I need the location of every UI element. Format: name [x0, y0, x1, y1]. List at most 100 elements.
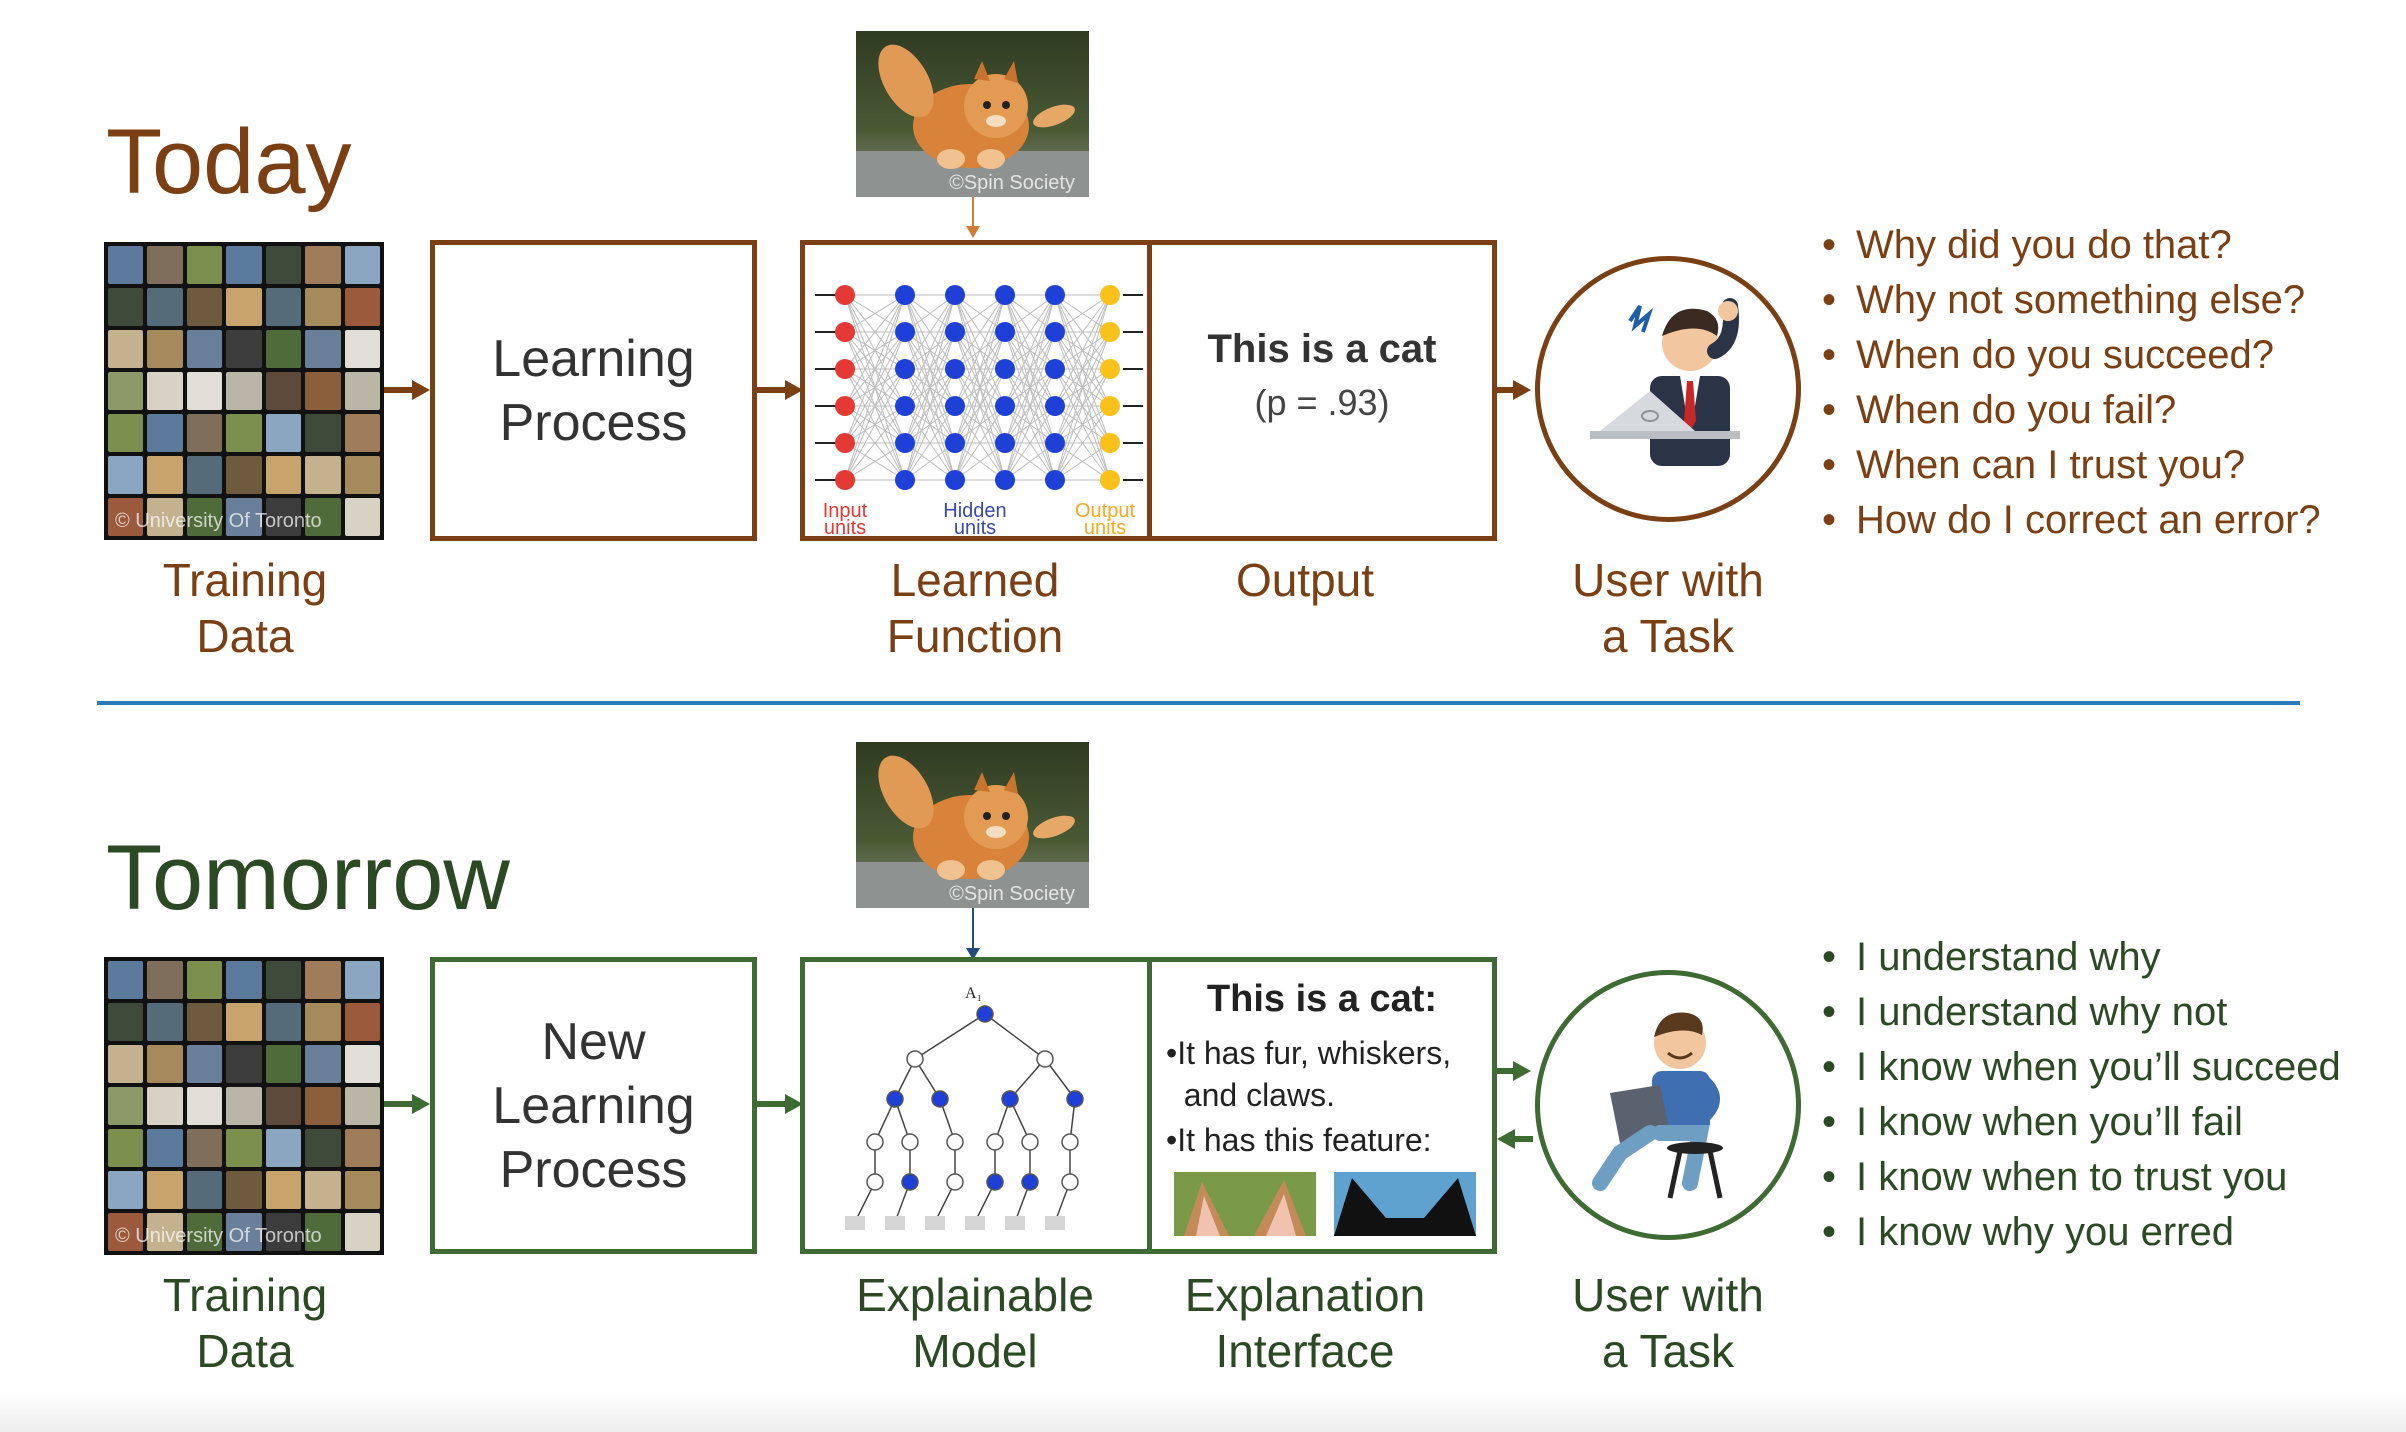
tree-node [976, 1005, 994, 1023]
training-thumbnail [305, 1003, 341, 1041]
nn-edge [1054, 405, 1111, 481]
arrowhead-down-icon [966, 226, 980, 238]
today-heading: Today [106, 111, 352, 213]
explanation-bullet-features: •It has fur, whiskers, and claws. [1166, 1035, 1452, 1113]
model-interface-box: A₁ This is a cat: •It has fur, whiskers,… [800, 957, 1497, 1254]
cat-ear-feature-image-2 [1334, 1172, 1476, 1236]
training-thumbnail [226, 246, 262, 284]
training-thumbnail [108, 1087, 144, 1125]
nn-input-label: Input [823, 500, 868, 522]
nn-edge [904, 331, 956, 481]
nn-node [1100, 322, 1120, 342]
nn-edge [904, 294, 956, 333]
nn-edge [844, 442, 906, 481]
training-thumbnail [108, 961, 144, 999]
training-thumbnail [305, 1129, 341, 1167]
training-thumbnail [305, 498, 341, 536]
training-thumbnail [305, 414, 341, 452]
nn-node [1045, 359, 1065, 379]
nn-edge [904, 405, 956, 481]
caption-training-data: Training Data [162, 554, 328, 662]
training-thumbnail [108, 246, 144, 284]
nn-node [835, 285, 855, 305]
arrow-learning-to-function [757, 387, 787, 393]
nn-node [835, 470, 855, 490]
nn-node [945, 285, 965, 305]
nn-edge [1004, 294, 1056, 370]
tree-node [1066, 1090, 1084, 1108]
training-thumbnail [344, 246, 380, 284]
tree-node [886, 1090, 904, 1108]
explainable-tree-diagram: A₁ [845, 985, 1084, 1230]
training-thumbnail [344, 1087, 380, 1125]
training-thumbnail [147, 498, 183, 536]
arrow-learning-to-model [757, 1101, 787, 1107]
training-thumbnail [186, 414, 223, 452]
tree-leaf [925, 1216, 945, 1230]
nn-node [895, 396, 915, 416]
section-divider [97, 701, 2300, 705]
neural-network-diagram: Input units Hidden units Output units [815, 285, 1143, 535]
training-thumbnail [344, 1129, 380, 1167]
list-item: I know when to trust you [1822, 1150, 2341, 1205]
tree-node [866, 1133, 884, 1151]
training-thumbnail [305, 456, 341, 494]
training-thumbnail [265, 330, 302, 368]
nn-node [995, 322, 1015, 342]
nn-edge [904, 442, 956, 481]
nn-edge [954, 294, 1006, 407]
nn-node [835, 433, 855, 453]
arrowhead-right-icon [1513, 1061, 1531, 1081]
training-thumbnail [147, 372, 183, 410]
function-output-divider [1147, 245, 1152, 536]
nn-edge [844, 294, 906, 370]
nn-edge [954, 368, 1006, 481]
confused-user-icon [1590, 298, 1740, 466]
nn-edge [1004, 294, 1056, 444]
training-thumbnail [265, 288, 302, 326]
nn-edge [1004, 294, 1056, 333]
nn-edge [954, 442, 1006, 481]
training-thumbnail [265, 1087, 302, 1125]
training-thumbnail [147, 330, 183, 368]
nn-node [1045, 285, 1065, 305]
nn-node [895, 322, 915, 342]
nn-edge [844, 294, 906, 407]
tomorrow-answers-list: I understand why I understand why not I … [1822, 930, 2341, 1260]
training-thumbnail [344, 372, 380, 410]
training-thumbnail [305, 1171, 341, 1209]
tomorrow-heading: Tomorrow [106, 827, 510, 929]
training-thumbnail [108, 456, 144, 494]
tree-leaf [1045, 1216, 1065, 1230]
training-thumbnail [147, 414, 183, 452]
arrow-interface-to-user [1497, 1068, 1515, 1074]
training-thumbnail [226, 372, 262, 410]
user-circle-today [1535, 256, 1801, 522]
list-item: Why did you do that? [1822, 218, 2321, 273]
list-item: I know when you’ll succeed [1822, 1040, 2341, 1095]
tree-node [946, 1173, 964, 1191]
nn-edge [1054, 331, 1111, 481]
bottom-fade [0, 1390, 2406, 1432]
nn-edge [954, 294, 1006, 481]
nn-edge [1054, 442, 1111, 481]
caption-explainable-model: Explainable Model [856, 1269, 1094, 1377]
training-thumbnail [147, 288, 183, 326]
training-thumbnail [226, 288, 262, 326]
training-thumbnail [226, 1171, 262, 1209]
training-thumbnail [265, 1171, 302, 1209]
nn-edge [1054, 294, 1111, 481]
svg-text:units: units [824, 517, 866, 535]
nn-edge [844, 294, 906, 444]
arrow-cat-to-model [972, 908, 974, 952]
nn-edge [1054, 294, 1111, 370]
nn-edge [904, 294, 956, 407]
nn-edge [844, 405, 906, 481]
training-thumbnail [265, 1213, 302, 1251]
arrow-output-to-user [1497, 387, 1515, 393]
arrowhead-right-icon [785, 380, 803, 400]
training-thumbnail [265, 1045, 302, 1083]
nn-edge [954, 405, 1006, 481]
training-data-grid [104, 242, 384, 540]
nn-edge [904, 368, 956, 481]
